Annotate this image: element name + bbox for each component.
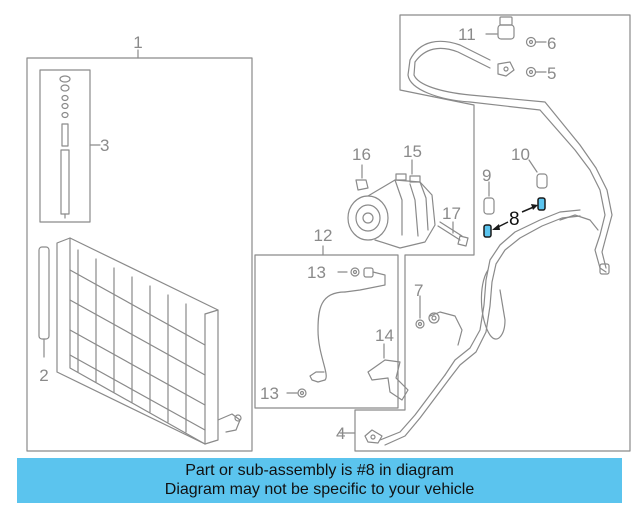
callout-17: 17	[442, 204, 461, 223]
callout-8: 8	[509, 209, 520, 230]
callout-16: 16	[352, 145, 371, 164]
callout-2: 2	[39, 366, 48, 385]
parts-diagram: 1 2 3 4 5 6 7 8 9 10 11 12 13 13 14 15 1…	[26, 14, 631, 452]
callout-4: 4	[336, 424, 345, 443]
callout-13-bottom: 13	[260, 384, 279, 403]
callout-3: 3	[100, 136, 109, 155]
banner-line-part: Part or sub-assembly is #8 in diagram	[185, 462, 454, 479]
callout-1: 1	[133, 33, 142, 52]
part-14-bracket	[367, 343, 409, 401]
callout-5: 5	[547, 64, 556, 83]
callout-14: 14	[375, 326, 394, 345]
hose-group	[254, 245, 399, 409]
callout-7: 7	[414, 281, 423, 300]
banner-line-disclaimer: Diagram may not be specific to your vehi…	[164, 481, 475, 498]
callout-6: 6	[547, 34, 556, 53]
info-banner: Part or sub-assembly is #8 in diagram Di…	[17, 458, 622, 503]
callout-10: 10	[511, 145, 530, 164]
callout-12: 12	[314, 226, 333, 245]
compressor	[347, 159, 436, 249]
part-8-highlight	[483, 197, 546, 238]
condenser-group	[26, 49, 253, 452]
callout-9: 9	[482, 166, 491, 185]
pipe-assembly	[364, 16, 613, 446]
part-16	[355, 164, 369, 191]
part-17-bolt	[437, 221, 469, 247]
callout-11: 11	[458, 25, 476, 44]
callout-15: 15	[403, 142, 422, 161]
callout-13-top: 13	[307, 263, 326, 282]
